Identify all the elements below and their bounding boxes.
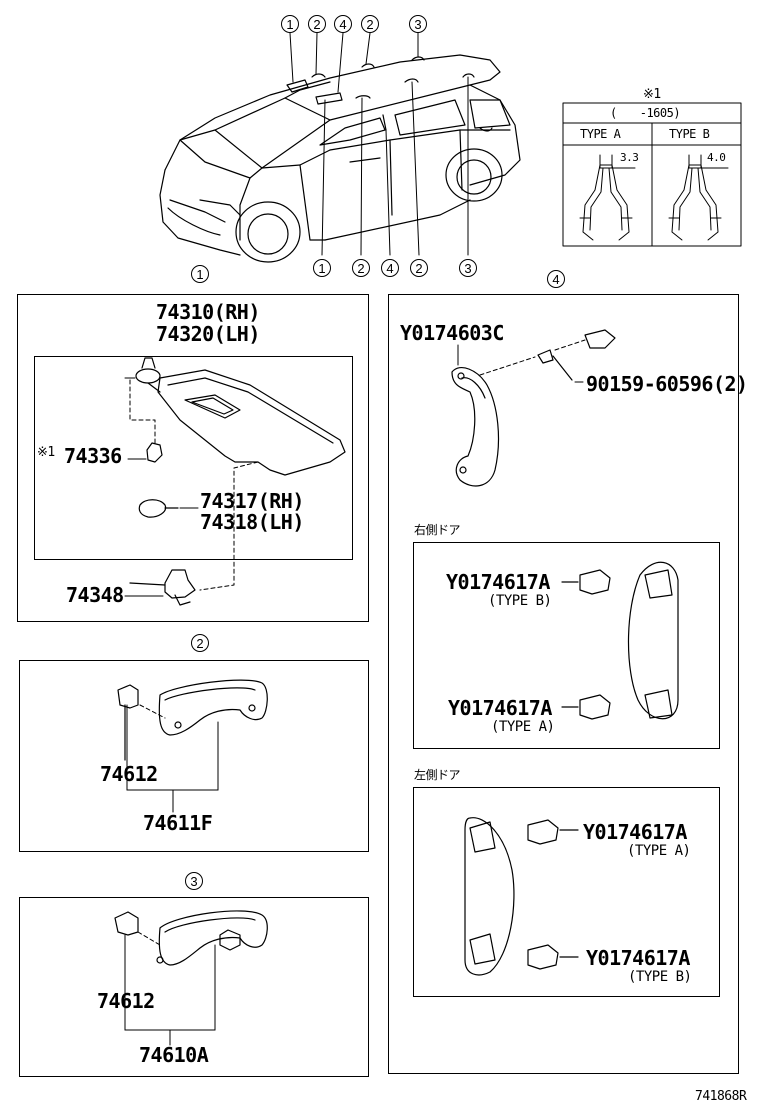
ld-part-type-b: Y0174617A <box>586 946 690 970</box>
section2-number: 2 <box>191 634 209 652</box>
section1-frame <box>17 294 369 622</box>
callout-bottom-4: 4 <box>381 259 399 277</box>
callout-bottom-1: 1 <box>313 259 331 277</box>
section3-leaders <box>124 931 216 1046</box>
section4-leaders <box>457 339 586 383</box>
rd-part-type-b: Y0174617A <box>446 570 550 594</box>
right-door-label: 右側ドア <box>414 523 461 537</box>
part-74612-b: 74612 <box>97 989 155 1013</box>
section1-leaders <box>124 377 199 597</box>
section4-frame <box>388 294 739 1074</box>
right-door-frame <box>413 542 720 749</box>
note-dim-a: 3.3 <box>620 151 639 164</box>
diagram-code: 741868R <box>695 1089 747 1104</box>
note-type-b: TYPE B <box>669 127 710 141</box>
callout-bottom-3: 3 <box>459 259 477 277</box>
callout-bottom-2a: 2 <box>352 259 370 277</box>
callout-top-1: 1 <box>281 15 299 33</box>
part-90159-60596: 90159-60596(2) <box>586 372 748 396</box>
part-y0174603c: Y0174603C <box>400 321 504 345</box>
note-range: ( -1605) <box>610 106 681 120</box>
section3-number: 3 <box>185 872 203 890</box>
section1-dashed <box>129 379 259 591</box>
part-74348: 74348 <box>66 583 124 607</box>
section4-number: 4 <box>547 270 565 288</box>
callout-bottom-2b: 2 <box>410 259 428 277</box>
section2-frame <box>19 660 369 852</box>
rd-type-a: (TYPE A) <box>491 719 555 735</box>
note-table-frame <box>562 102 742 247</box>
part-74336: 74336 <box>64 444 122 468</box>
part-74612-a: 74612 <box>100 762 158 786</box>
assist-grip-drawing-2 <box>117 679 268 761</box>
ld-type-a: (TYPE A) <box>627 843 691 859</box>
part-74317-rh: 74317(RH) <box>200 489 304 513</box>
part-74611f: 74611F <box>143 811 213 835</box>
callout-top-3: 3 <box>409 15 427 33</box>
ld-type-b: (TYPE B) <box>628 969 692 985</box>
callout-top-2b: 2 <box>361 15 379 33</box>
car-callout-leaders <box>289 32 469 256</box>
part-74320-lh: 74320(LH) <box>156 322 260 346</box>
right-door-grip-drawing <box>561 561 679 720</box>
ld-part-type-a: Y0174617A <box>583 820 687 844</box>
assist-grip-drawing-3 <box>114 910 268 966</box>
left-door-label: 左側ドア <box>414 768 461 782</box>
section2-leaders <box>126 704 219 813</box>
section1-number: 1 <box>191 265 209 283</box>
part-74610a: 74610A <box>139 1043 209 1067</box>
sun-visor-drawing <box>129 357 346 606</box>
part-74318-lh: 74318(LH) <box>200 510 304 534</box>
assist-grip-drawing-4 <box>451 329 616 487</box>
minivan-illustration <box>159 54 521 263</box>
rd-type-b: (TYPE B) <box>488 593 552 609</box>
rd-part-type-a: Y0174617A <box>448 696 552 720</box>
left-door-frame <box>413 787 720 997</box>
left-door-grip-drawing <box>464 817 579 976</box>
note-type-a: TYPE A <box>580 127 621 141</box>
note-mark: ※1 <box>643 87 661 102</box>
callout-top-2a: 2 <box>308 15 326 33</box>
callout-top-4: 4 <box>334 15 352 33</box>
part-74310-rh: 74310(RH) <box>156 300 260 324</box>
note-dim-b: 4.0 <box>707 151 726 164</box>
section1-inner-frame <box>34 356 353 560</box>
section1-note-mark: ※1 <box>37 445 55 460</box>
section3-frame <box>19 897 369 1077</box>
